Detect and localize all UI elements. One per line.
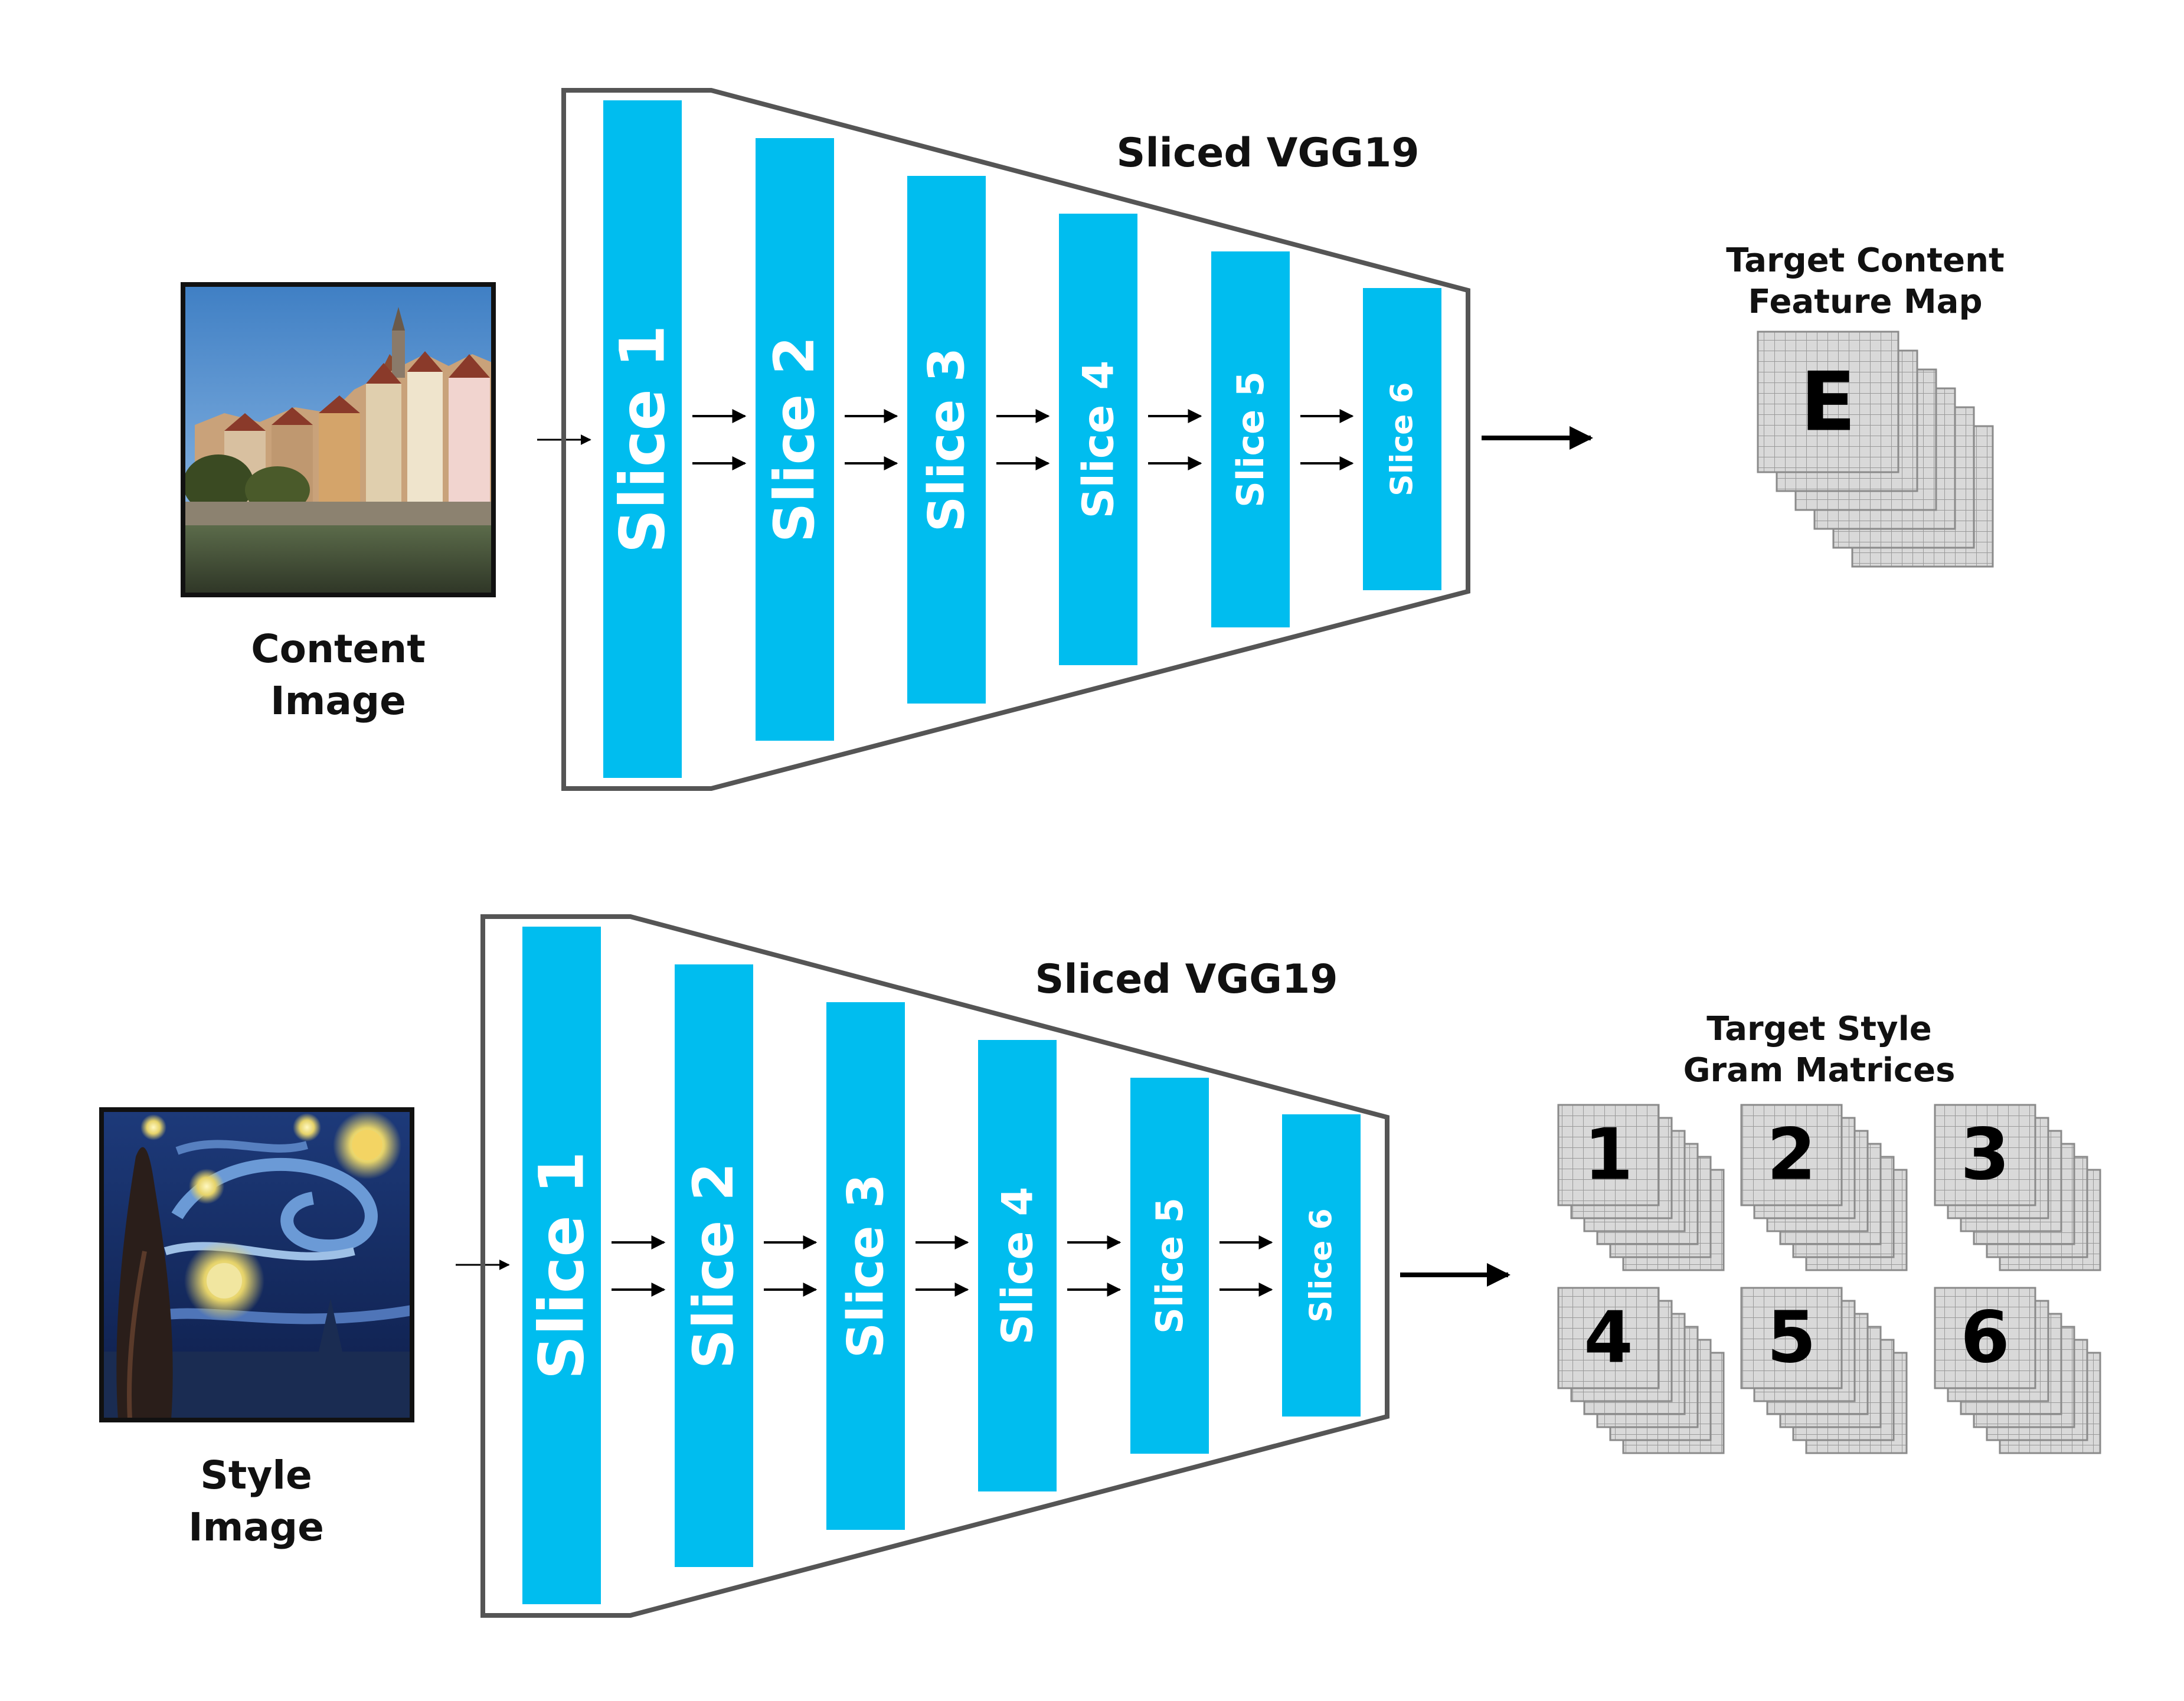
slice-group: Slice 1 Slice 2 Slice 3 Slice 4 Slice 5 Slice… (522, 927, 1361, 1604)
slice-block-4 (1059, 214, 1137, 665)
content-image (181, 282, 496, 597)
gram-matrix-3-label: 3 (1960, 1114, 2010, 1196)
content-feature-map-label: E (1800, 355, 1856, 450)
slice-label-2: Slice 2 (682, 1163, 746, 1369)
gram-matrix-group: 1 2 3 4 5 6 (1557, 1104, 2101, 1454)
slice-label-2: Slice 2 (763, 336, 827, 543)
gram-matrix-2: 2 (1740, 1104, 1908, 1271)
content-feature-map: E (1757, 331, 1994, 568)
slice-label-6: Slice 6 (1385, 382, 1420, 496)
slice-block-2 (675, 964, 753, 1567)
slice-block-1 (603, 100, 682, 778)
feature-map-stack: E (1757, 331, 1994, 568)
gram-matrix-2-label: 2 (1767, 1114, 1816, 1196)
slice-block-3 (826, 1002, 905, 1530)
matrix-layer (1557, 1287, 1660, 1389)
matrix-layer (1757, 331, 1899, 473)
gram-matrix-1-label: 1 (1584, 1114, 1633, 1196)
slice-block-2 (756, 138, 834, 741)
slice-label-4: Slice 4 (993, 1187, 1042, 1345)
slice-group: Slice 1 Slice 2 Slice 3 Slice 4 Slice 5 Slice… (603, 100, 1441, 778)
matrix-layer (1934, 1287, 2036, 1389)
gram-matrix-6: 6 (1934, 1287, 2101, 1454)
slice-label-1: Slice 1 (607, 325, 679, 554)
slice-label-5: Slice 5 (1229, 371, 1272, 508)
style-image-label-line2: Image (188, 1504, 324, 1550)
target-label-line1: Target Content (1726, 241, 2005, 280)
slice-label-3: Slice 3 (918, 348, 976, 532)
slice-label-5: Slice 5 (1148, 1198, 1191, 1334)
slice-label-3: Slice 3 (837, 1174, 895, 1359)
slice-block-6 (1363, 288, 1441, 590)
matrix-layer (1934, 1104, 2036, 1206)
slice-label-6: Slice 6 (1304, 1208, 1339, 1322)
slice-block-5 (1211, 251, 1290, 627)
slice-block-5 (1130, 1078, 1209, 1454)
gram-matrix-5: 5 (1740, 1287, 1908, 1454)
matrix-layer (1557, 1104, 1660, 1206)
slice-block-3 (907, 176, 986, 704)
network-frame (561, 88, 1470, 791)
network-frame (480, 914, 1389, 1618)
network-title: Sliced VGG19 (1116, 130, 1419, 176)
style-image-label-line1: Style (200, 1453, 312, 1498)
gram-matrix-5-label: 5 (1767, 1297, 1816, 1379)
slice-label-1: Slice 1 (526, 1152, 598, 1380)
slice-block-1 (522, 927, 601, 1604)
matrix-layer (1740, 1104, 1843, 1206)
slice-block-6 (1282, 1114, 1361, 1417)
target-label-line2: Feature Map (1748, 283, 1982, 321)
gram-matrix-4-label: 4 (1584, 1297, 1633, 1379)
style-image (99, 1107, 414, 1422)
network-title: Sliced VGG19 (1035, 956, 1338, 1003)
gram-matrix-1: 1 (1557, 1104, 1725, 1271)
slice-label-4: Slice 4 (1074, 361, 1123, 519)
gram-matrix-4: 4 (1557, 1287, 1725, 1454)
gram-matrix-3: 3 (1934, 1104, 2101, 1271)
content-image-label-line2: Image (270, 678, 406, 724)
target-label-line2: Gram Matrices (1683, 1051, 1956, 1090)
target-label-line1: Target Style (1706, 1010, 1932, 1048)
matrix-layer (1740, 1287, 1843, 1389)
gram-matrix-6-label: 6 (1960, 1297, 2010, 1379)
content-image-label-line1: Content (251, 626, 426, 672)
slice-block-4 (978, 1040, 1057, 1491)
